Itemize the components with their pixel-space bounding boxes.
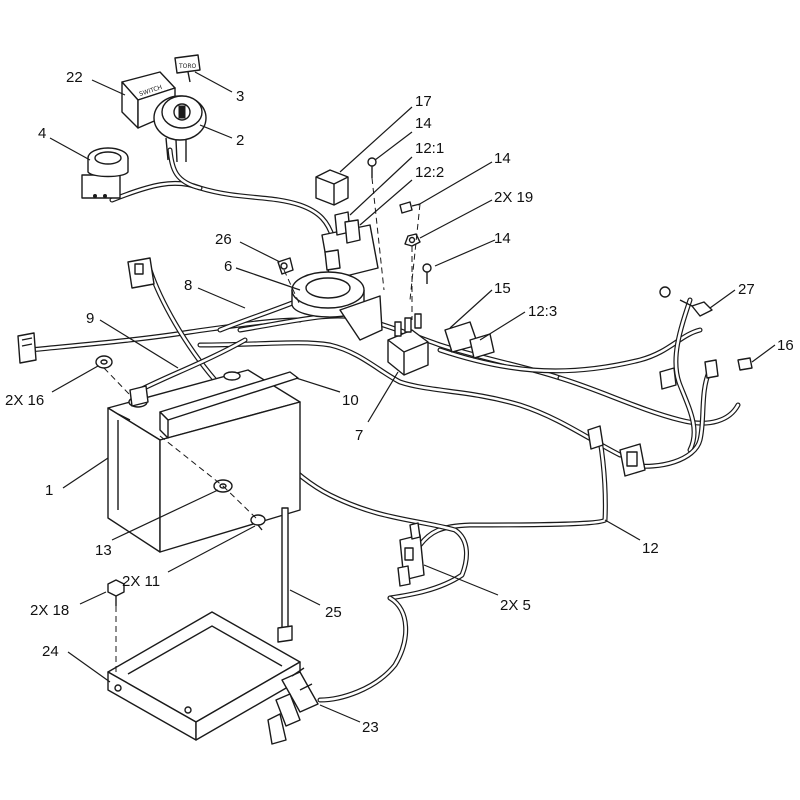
hold-down-strap-part [159, 371, 299, 439]
battery-part [107, 369, 301, 553]
bolt-11-part [250, 514, 266, 531]
callout-2x5: 2X 5 [500, 597, 531, 614]
harness-connector-top [127, 257, 155, 289]
callout-3: 3 [236, 88, 244, 105]
callout-4: 4 [38, 125, 46, 142]
bolt-18-part [107, 579, 125, 606]
relay-part [315, 169, 349, 206]
clip-part [277, 257, 294, 275]
callout-24: 24 [42, 643, 59, 660]
battery-tray-part [107, 611, 301, 741]
washer-16-part [95, 355, 113, 369]
callout-14-a: 14 [415, 115, 432, 132]
callout-10: 10 [342, 392, 359, 409]
leader-lines [49, 71, 776, 723]
callout-2x18: 2X 18 [30, 602, 69, 619]
nut-16-part [659, 357, 753, 390]
callout-labels: 22 3 4 2 17 14 12:1 12:2 14 2X 19 26 14 … [5, 69, 794, 736]
harness-connector-left [17, 332, 37, 364]
callout-14-b: 14 [494, 150, 511, 167]
callout-14-c: 14 [494, 230, 511, 247]
callout-8: 8 [184, 277, 192, 294]
callout-2x19: 2X 19 [494, 189, 533, 206]
callout-13: 13 [95, 542, 112, 559]
bolt-27-part [659, 286, 713, 317]
ignition-switch-part [153, 95, 207, 163]
callout-12-2: 12:2 [415, 164, 444, 181]
callout-1: 1 [45, 482, 53, 499]
callout-26: 26 [215, 231, 232, 248]
callout-16: 16 [777, 337, 794, 354]
main-wire-harness [27, 147, 741, 703]
key-part: TORO [174, 54, 201, 83]
callout-12: 12 [642, 540, 659, 557]
callout-27: 27 [738, 281, 755, 298]
callout-12-3: 12:3 [528, 303, 557, 320]
callout-22: 22 [66, 69, 83, 86]
connector-15 [444, 321, 495, 359]
callout-23: 23 [362, 719, 379, 736]
interlock-switch-part [397, 522, 425, 587]
callout-12-1: 12:1 [415, 140, 444, 157]
callout-7: 7 [355, 427, 363, 444]
callout-2: 2 [236, 132, 244, 149]
harness-connector-right [587, 425, 646, 477]
solenoid-part [291, 271, 383, 341]
callout-9: 9 [86, 310, 94, 327]
push-button-part [81, 147, 129, 199]
fuse-block-part [387, 313, 429, 376]
key-tag-text: TORO [178, 63, 197, 70]
callout-25: 25 [325, 604, 342, 621]
battery-clamp-part [267, 667, 319, 745]
callout-2x16: 2X 16 [5, 392, 44, 409]
alignment-lines [103, 177, 421, 676]
relay-bracket [321, 211, 379, 281]
callout-2x11: 2X 11 [122, 573, 160, 590]
callout-15: 15 [494, 280, 511, 297]
rod-part [277, 507, 293, 643]
callout-6: 6 [224, 258, 232, 275]
callout-17: 17 [415, 93, 432, 110]
